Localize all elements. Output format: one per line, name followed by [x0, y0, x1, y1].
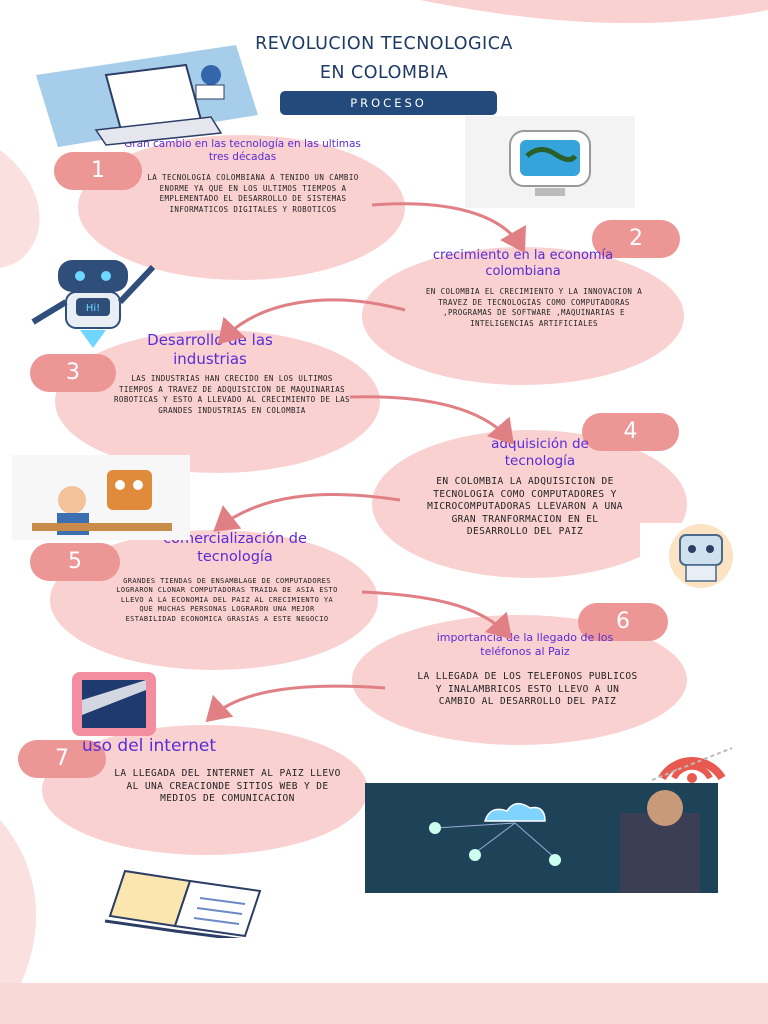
- step-7-number: 7: [18, 740, 106, 778]
- arrow-4-to-5: [213, 493, 401, 532]
- small-robot-illustration: [640, 523, 762, 589]
- step-5-heading: comercialización de tecnología: [163, 531, 307, 566]
- open-book-illustration: [104, 869, 262, 938]
- page-title: REVOLUCION TECNOLOGICA EN COLOMBIA: [200, 30, 568, 88]
- title-line-2: EN COLOMBIA: [319, 63, 449, 83]
- step-1-number: 1: [54, 152, 142, 190]
- arrow-5-to-6: [361, 590, 513, 640]
- step-7-heading: uso del internet: [82, 736, 217, 756]
- wifi-icon: [651, 747, 733, 783]
- step-6-body: LA LLEGADA DE LOS TELEFONOS PUBLICOS Y I…: [417, 671, 638, 707]
- laptop-illustration: [36, 45, 258, 147]
- arrow-1-to-2: [371, 202, 526, 254]
- robot-workshop-illustration: [12, 455, 190, 540]
- svg-text:Hi!: Hi!: [86, 303, 100, 314]
- phone-illustration: [72, 672, 156, 736]
- step-1-body: LA TECNOLOGIA COLOMBIANA A TENIDO UN CAM…: [147, 173, 359, 214]
- step-6-number: 6: [578, 603, 668, 641]
- step-4-blob: [372, 430, 687, 578]
- step-2-heading: crecimiento en la economía colombiana: [432, 248, 614, 280]
- arrow-2-to-3: [217, 298, 406, 345]
- step-3-number: 3: [30, 354, 116, 392]
- step-1-heading: Gran cambio en las tecnología en las ult…: [124, 138, 361, 164]
- step-7-body: LA LLEGADA DEL INTERNET AL PAIZ LLEVO AL…: [114, 768, 341, 804]
- step-4-heading: adquisición de tecnología: [491, 436, 589, 469]
- title-line-1: REVOLUCION TECNOLOGICA: [255, 34, 513, 54]
- step-5-number: 5: [30, 543, 120, 581]
- globe-monitor-illustration: [465, 116, 635, 208]
- step-3-blob: [55, 330, 380, 473]
- cloud-network-photo: [365, 783, 718, 893]
- step-5-body: GRANDES TIENDAS DE ENSAMBLAGE DE COMPUTA…: [116, 577, 338, 623]
- step-6-heading: importancia de la llegado de los teléfon…: [436, 631, 614, 658]
- arrow-6-to-7: [205, 684, 386, 723]
- process-label: PROCESO: [280, 91, 497, 115]
- step-3-body: LAS INDUSTRIAS HAN CRECIDO EN LOS ULTIMO…: [114, 374, 350, 415]
- robot-hi-illustration: Hi!: [31, 260, 156, 348]
- step-2-body: EN COLOMBIA EL CRECIMIENTO Y LA INNOVACI…: [425, 287, 643, 328]
- step-4-body: EN COLOMBIA LA ADQUISICION DE TECNOLOGIA…: [427, 476, 623, 537]
- arrow-3-to-4: [349, 395, 514, 445]
- step-2-blob: [362, 247, 684, 385]
- step-2-number: 2: [592, 220, 680, 258]
- step-4-number: 4: [582, 413, 679, 451]
